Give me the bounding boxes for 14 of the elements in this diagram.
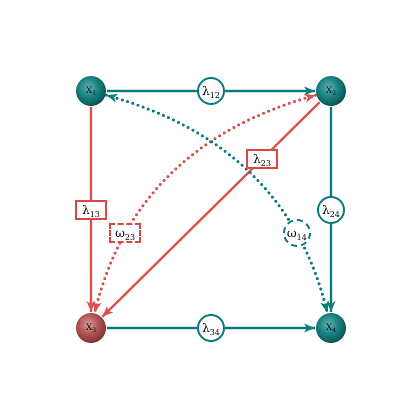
edge-label: λ$_{12}$ — [197, 77, 225, 105]
edge-label: λ$_{34}$ — [197, 314, 225, 342]
arrow — [107, 86, 315, 96]
edge-label: ω$_{23}$ — [109, 223, 142, 244]
edge-label: λ$_{24}$ — [317, 196, 345, 224]
sphere-node: X$_{4}$ — [316, 313, 346, 343]
sphere-node: X$_{3}$ — [76, 313, 106, 343]
edge-label: λ$_{13}$ — [75, 200, 107, 220]
edge-label: λ$_{23}$ — [246, 149, 278, 170]
edge-label: ω$_{14}$ — [282, 219, 311, 248]
sphere-node: X$_{1}$ — [76, 76, 106, 106]
arrow — [107, 324, 315, 332]
sphere-node: X$_{2}$ — [316, 76, 346, 106]
arrow — [86, 107, 96, 312]
